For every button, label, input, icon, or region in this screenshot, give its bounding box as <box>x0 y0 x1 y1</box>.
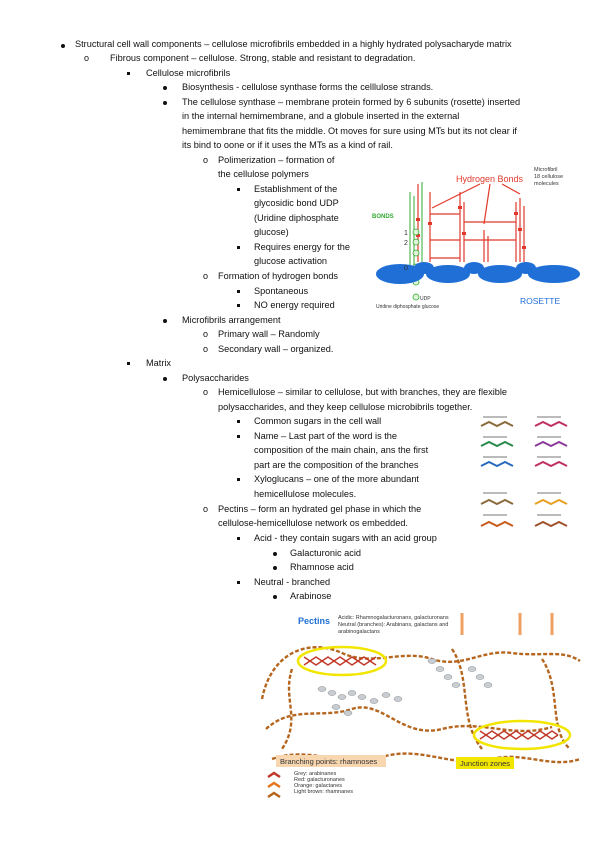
line-glycosidic-2: glycosidic bond UDP <box>254 198 339 208</box>
bullet <box>127 362 130 365</box>
bullet <box>273 566 277 570</box>
bullet <box>237 246 240 249</box>
bullet <box>237 581 240 584</box>
line-common-sugars: Common sugars in the cell wall <box>254 416 382 426</box>
bullet <box>237 290 240 293</box>
line-hemicellulose-2: polysaccharides, and they keep cellulose… <box>218 402 473 412</box>
junction-zones-label: Junction zones <box>460 759 510 768</box>
bullet-o: o <box>84 53 90 63</box>
line-name-2: composition of the main chain, ans the f… <box>254 445 429 455</box>
line-synthase-1: The cellulose synthase – membrane protei… <box>182 97 521 107</box>
hemicellulose-thumbnails <box>480 416 568 528</box>
line-synthase-2: in the internal hemimembrane, and a glob… <box>182 111 460 121</box>
line-name-1: Name – Last part of the word is the <box>254 431 397 441</box>
bullet <box>237 435 240 438</box>
hydrogen-bonds-label: Hydrogen Bonds <box>456 174 524 184</box>
line-hemicellulose-1: Hemicellulose – similar to cellulose, bu… <box>218 387 508 397</box>
num-0-label: 0 <box>404 265 408 272</box>
bullet <box>127 72 130 75</box>
legend-light-brown: Light brown: rhamnanes <box>294 789 353 795</box>
legend-grey: Grey: arabinanes <box>294 771 336 777</box>
bullet <box>237 478 240 481</box>
microfibril-label-1: Microfibril <box>534 167 558 173</box>
bullet <box>237 304 240 307</box>
line-polimerization-1: Polimerization – formation of <box>218 155 335 165</box>
pectins-title: Pectins <box>298 616 330 626</box>
bullet <box>273 595 277 599</box>
line-no-energy: NO energy required <box>254 300 335 310</box>
line-glycosidic-3: (Uridine diphosphate <box>254 213 339 223</box>
microfibril-label-3: molecules <box>534 181 559 187</box>
bullet <box>237 537 240 540</box>
line-hbonds: Formation of hydrogen bonds <box>218 271 339 281</box>
branching-points-label: Branching points: rhamnoses <box>280 757 377 766</box>
pectins-acidic: Acidic: Rhamnogalacturonans, galacturona… <box>338 615 449 621</box>
line-biosynthesis: Biosynthesis - cellulose synthase forms … <box>182 82 434 92</box>
cellulose-synthase-figure: Hydrogen Bonds Microfibril 18 cellulose … <box>372 167 580 310</box>
line-acid: Acid - they contain sugars with an acid … <box>254 533 437 543</box>
line-glycosidic-1: Establishment of the <box>254 184 338 194</box>
line-glycosidic-4: glucose) <box>254 227 289 237</box>
pectins-neutral-2: arabinogalactans <box>338 629 380 635</box>
udp-glucose-label: Uridine diphosphate glucose <box>376 304 439 310</box>
bullet <box>163 101 167 105</box>
line-microfibrils: Cellulose microfibrils <box>146 68 231 78</box>
bullet-o: o <box>203 271 209 281</box>
line-synthase-3: hemimembrane that fits the middle. Ot mo… <box>182 126 517 136</box>
num-1-label: 1 <box>404 230 408 237</box>
line-structural: Structural cell wall components – cellul… <box>75 39 512 49</box>
bullet <box>237 188 240 191</box>
line-spontaneous: Spontaneous <box>254 286 309 296</box>
bullet <box>163 319 167 323</box>
udp-label: UDP <box>420 296 431 302</box>
line-pectins-1: Pectins – form an hydrated gel phase in … <box>218 504 422 514</box>
line-primary-wall: Primary wall – Randomly <box>218 329 320 339</box>
bullet <box>163 377 167 381</box>
line-xyloglucans-2: hemicellulose molecules. <box>254 489 357 499</box>
line-synthase-4: its bind to oone or if it uses the MTs a… <box>182 140 393 150</box>
rosette-label: ROSETTE <box>520 296 560 306</box>
line-xyloglucans-1: Xyloglucans – one of the more abundant <box>254 474 419 484</box>
line-energy-1: Requires energy for the <box>254 242 351 252</box>
bullet <box>273 552 277 556</box>
bullet-o: o <box>203 504 209 514</box>
line-arrangement: Microfibrils arrangement <box>182 315 281 325</box>
line-neutral: Neutral - branched <box>254 577 331 587</box>
line-polysaccharides: Polysaccharides <box>182 373 249 383</box>
pectins-figure: Pectins Acidic: Rhamnogalacturonans, gal… <box>260 613 581 799</box>
bonds-label: BONDS <box>372 214 394 220</box>
bullet-o: o <box>203 329 209 339</box>
bullet <box>61 44 65 48</box>
line-polimerization-2: the cellulose polymers <box>218 169 309 179</box>
bullet-o: o <box>203 387 209 397</box>
pectins-neutral: Neutral (branches): Arabinans, galactans… <box>338 622 448 628</box>
line-name-3: part are the composition of the branches <box>254 460 419 470</box>
line-secondary-wall: Secondary wall – organized. <box>218 344 334 354</box>
microfibril-label-2: 18 cellulose <box>534 174 563 180</box>
bullet <box>163 86 167 90</box>
line-pectins-2: cellulose-hemicellulose network os embed… <box>218 518 408 528</box>
line-arabinose: Arabinose <box>290 591 332 601</box>
legend-red: Red: galacturonanes <box>294 777 345 783</box>
line-galacturonic: Galacturonic acid <box>290 548 361 558</box>
line-matrix: Matrix <box>146 358 172 368</box>
num-2-label: 2 <box>404 240 408 247</box>
bullet-o: o <box>203 344 209 354</box>
bullet-o: o <box>203 155 209 165</box>
line-rhamnose: Rhamnose acid <box>290 562 354 572</box>
legend-orange: Orange: galactanes <box>294 783 342 789</box>
bullet <box>237 420 240 423</box>
line-energy-2: glucose activation <box>254 256 328 266</box>
line-fibrous: Fibrous component – cellulose. Strong, s… <box>110 53 416 63</box>
